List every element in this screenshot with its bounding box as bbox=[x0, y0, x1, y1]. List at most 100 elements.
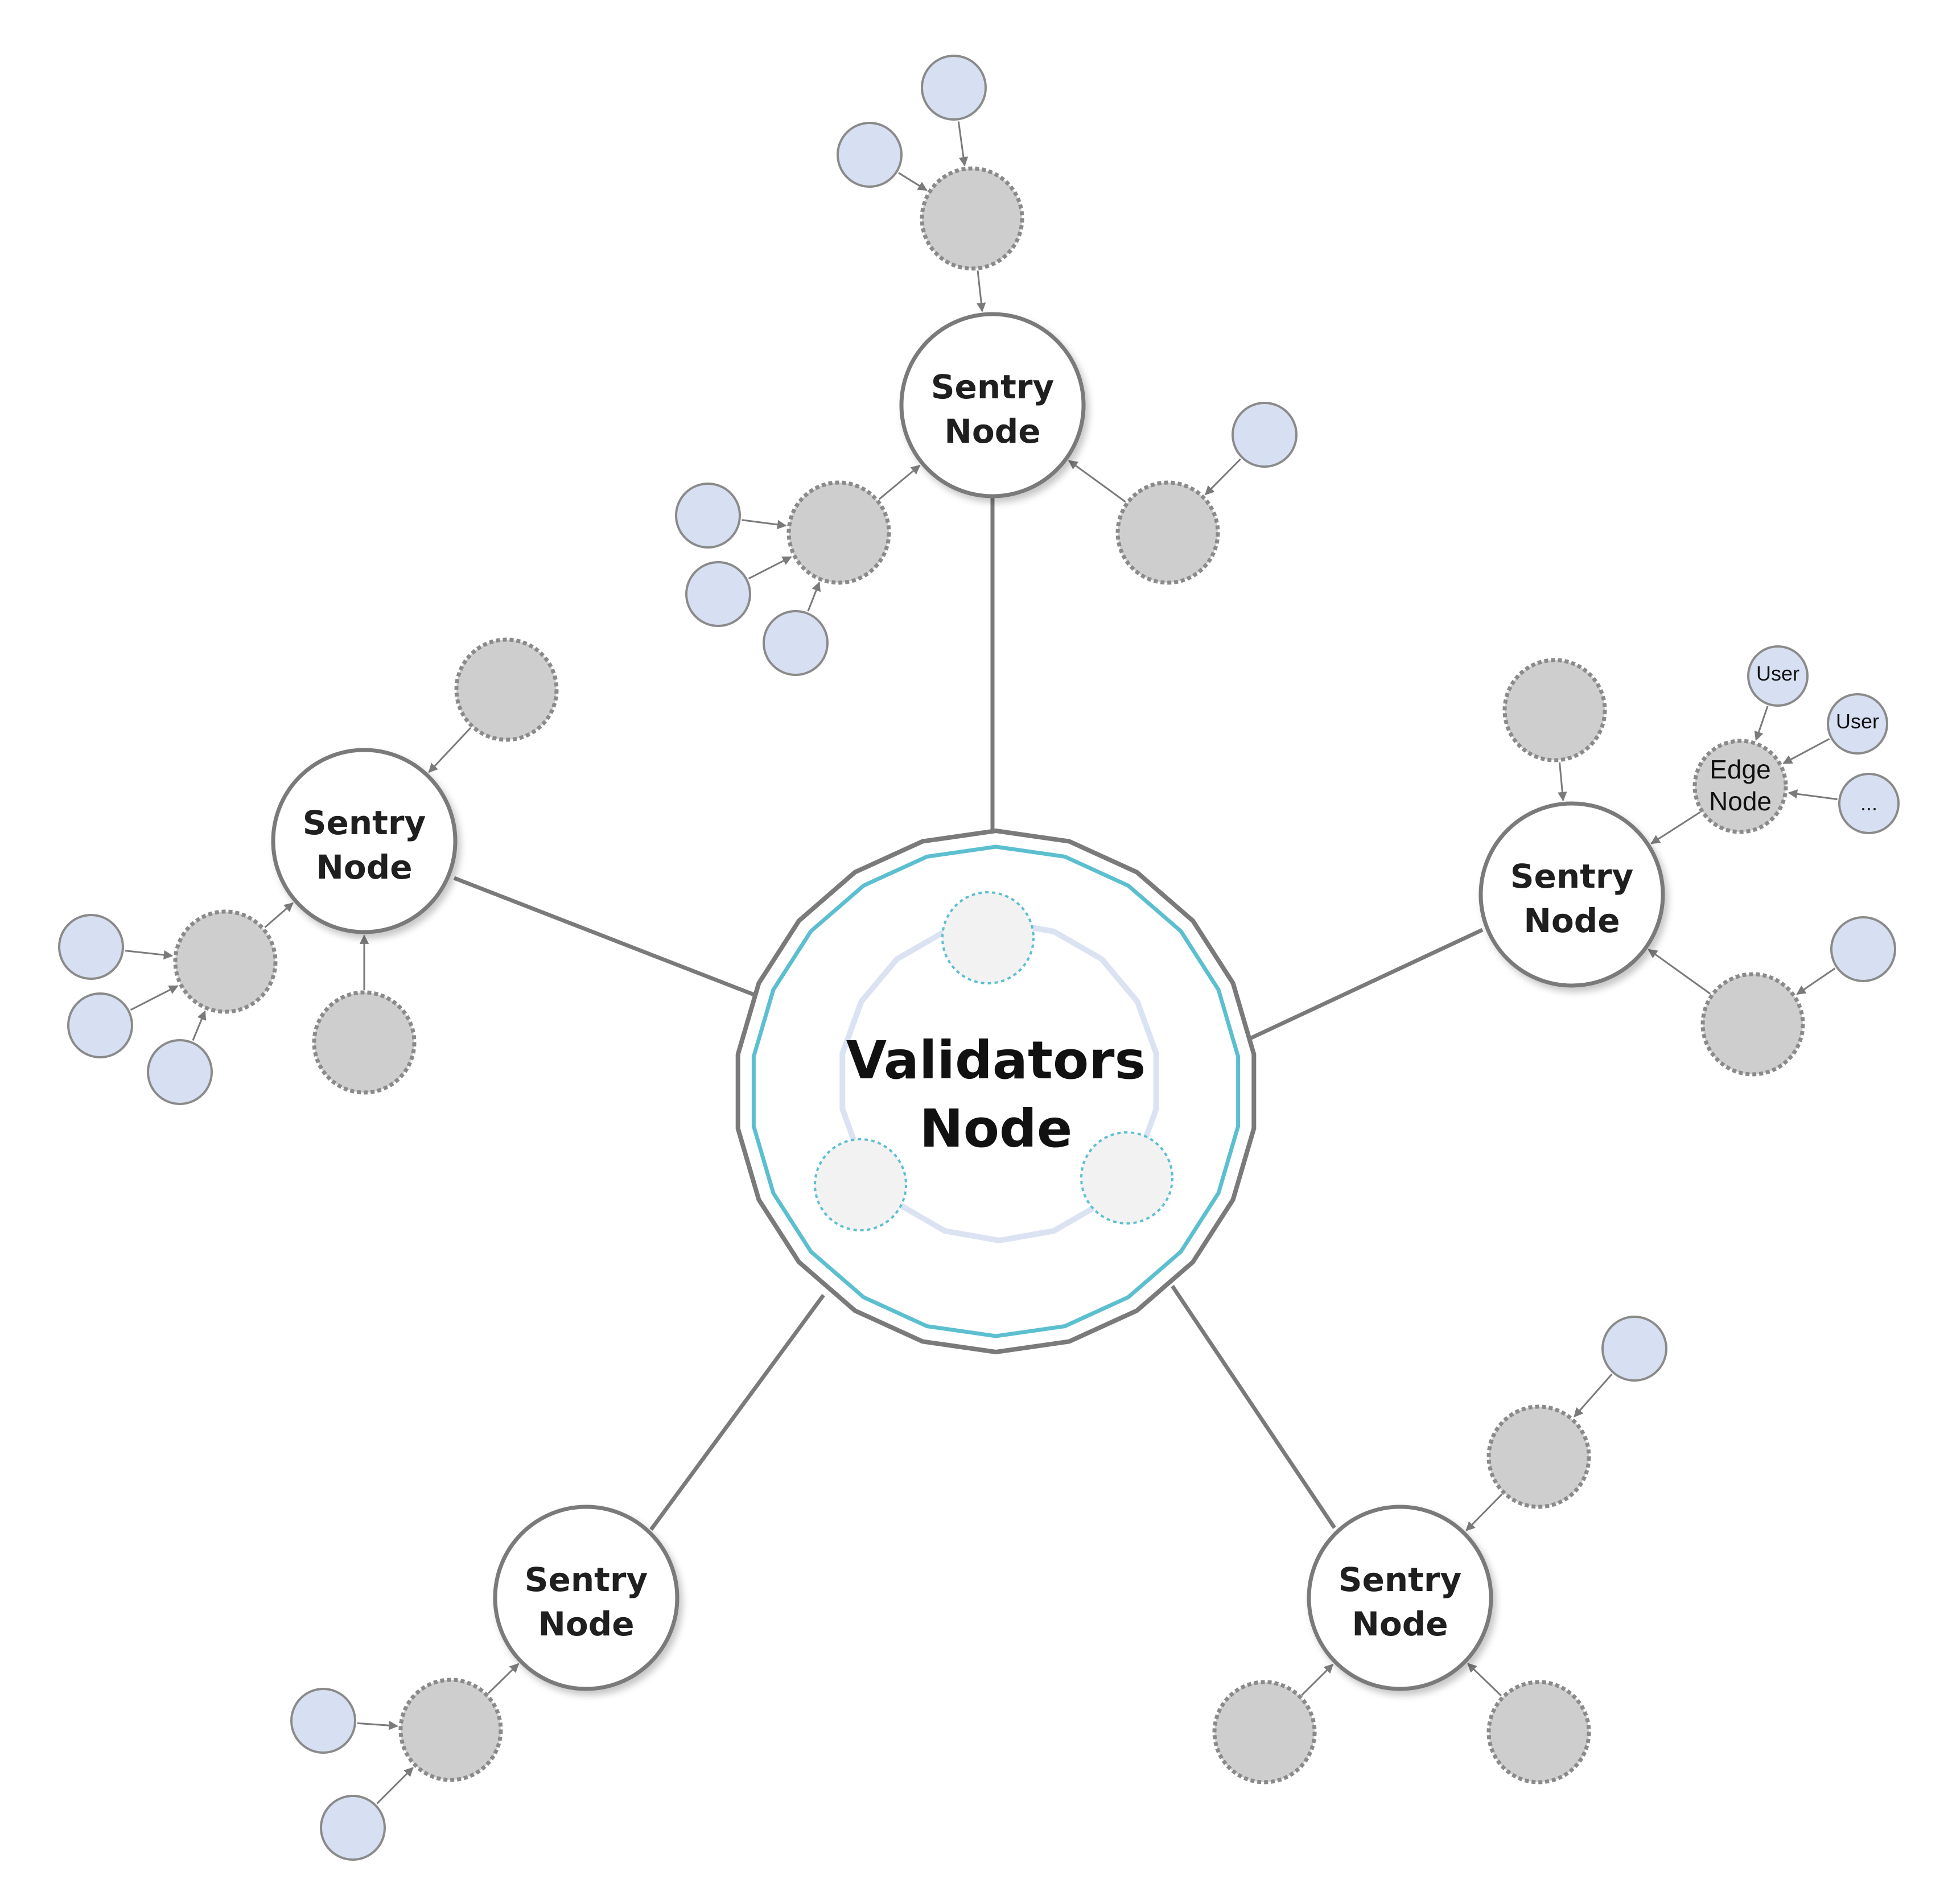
edge-nodes bbox=[173, 166, 1805, 1785]
arrow-user-4 bbox=[807, 581, 821, 612]
arrow-e-left-top-to-sentry bbox=[428, 727, 472, 773]
user-node[interactable] bbox=[1601, 1316, 1667, 1382]
user-node[interactable] bbox=[837, 122, 903, 188]
edge-node[interactable] bbox=[454, 637, 559, 742]
validators-label-line2: Node bbox=[920, 1098, 1072, 1159]
edge-node[interactable] bbox=[173, 909, 278, 1014]
user-node[interactable] bbox=[147, 1039, 213, 1105]
arrow-user-9 bbox=[1754, 706, 1769, 741]
edge-node[interactable] bbox=[1212, 1680, 1317, 1785]
arrow-e-br-left-to-sentry bbox=[1301, 1663, 1334, 1696]
arrow-user-14 bbox=[376, 1767, 414, 1804]
user-node[interactable] bbox=[763, 610, 829, 676]
arrow-e-top-right-to-sentry bbox=[1068, 460, 1126, 503]
user-node[interactable] bbox=[290, 1688, 356, 1754]
edge-node[interactable] bbox=[920, 166, 1024, 271]
user-label-1: User bbox=[1756, 662, 1799, 685]
sentry-label-line1: Sentry bbox=[525, 1560, 648, 1599]
edge-node-label-line2: Node bbox=[1709, 786, 1772, 816]
edge-node[interactable] bbox=[1692, 739, 1788, 834]
user-node[interactable] bbox=[675, 483, 741, 549]
sentry-label-line2: Node bbox=[1523, 901, 1620, 940]
arrow-user-3 bbox=[748, 556, 792, 580]
edge-node[interactable] bbox=[1115, 480, 1220, 585]
edge-node-label-line1: Edge bbox=[1710, 755, 1770, 784]
sentry-label-line1: Sentry bbox=[1339, 1560, 1462, 1599]
arrow-e-right-top-to-sentry bbox=[1558, 762, 1567, 802]
arrow-user-10 bbox=[1782, 738, 1830, 764]
user-nodes bbox=[58, 55, 1900, 1861]
arrow-user-12 bbox=[1796, 967, 1836, 995]
sentry-label-line2: Node bbox=[538, 1605, 634, 1643]
sentry-label-line2: Node bbox=[944, 412, 1040, 451]
arrow-user-0 bbox=[957, 121, 969, 167]
sentry-label-line1: Sentry bbox=[931, 368, 1055, 406]
validator-inner-ring bbox=[839, 918, 1159, 1244]
validator-member-right bbox=[1080, 1131, 1173, 1225]
user-node[interactable] bbox=[67, 992, 133, 1058]
arrow-user-5 bbox=[1204, 458, 1241, 496]
edge-node[interactable] bbox=[398, 1678, 503, 1782]
user-node[interactable] bbox=[1838, 773, 1900, 834]
edge-node[interactable] bbox=[1700, 972, 1805, 1077]
sentry-label-line1: Sentry bbox=[303, 803, 426, 842]
arrow-user-6 bbox=[125, 950, 174, 960]
sentry-label-line2: Node bbox=[316, 848, 412, 887]
validator-member-top bbox=[941, 891, 1035, 984]
arrow-user-15 bbox=[1574, 1373, 1613, 1417]
link-to-sentry-bottom-right bbox=[1171, 1285, 1336, 1529]
validators-node[interactable]: Validators Node bbox=[735, 828, 1257, 1355]
sentry-label-line2: Node bbox=[1352, 1605, 1448, 1643]
link-to-sentry-left bbox=[453, 876, 755, 997]
arrow-user-7 bbox=[130, 985, 179, 1011]
arrow-e-right-bottom-to-sentry bbox=[1648, 949, 1711, 995]
edge-node[interactable] bbox=[312, 990, 417, 1095]
sentry-node-circle bbox=[1478, 801, 1665, 988]
user-node[interactable] bbox=[1747, 645, 1809, 707]
edge-node[interactable] bbox=[786, 480, 891, 585]
sentry-label-line1: Sentry bbox=[1510, 857, 1634, 896]
arrow-user-8 bbox=[192, 1010, 207, 1041]
validator-member-left bbox=[814, 1138, 907, 1231]
arrow-user-11 bbox=[1788, 789, 1838, 801]
validators-label-line1: Validators bbox=[846, 1030, 1146, 1091]
arrow-e-left-left-to-sentry bbox=[264, 902, 294, 928]
sentry-node-circle bbox=[899, 312, 1086, 498]
edge-node[interactable] bbox=[1502, 658, 1607, 763]
edge-node[interactable] bbox=[1486, 1680, 1591, 1785]
arrow-e-top-left-to-sentry bbox=[878, 464, 921, 500]
arrow-user-13 bbox=[357, 1721, 398, 1730]
arrow-e-br-right-to-sentry bbox=[1467, 1663, 1502, 1697]
sentry-node-circle bbox=[493, 1505, 679, 1691]
arrow-e-bl-to-sentry bbox=[487, 1663, 520, 1694]
edge-node[interactable] bbox=[1486, 1404, 1591, 1509]
arrow-e-br-top-to-sentry bbox=[1465, 1493, 1503, 1531]
arrow-user-1 bbox=[898, 172, 928, 191]
user-node[interactable] bbox=[320, 1795, 386, 1861]
arrow-user-2 bbox=[742, 519, 787, 530]
arrow-e-top-to-sentry bbox=[977, 270, 986, 312]
sentry-node-circle bbox=[271, 748, 458, 934]
user-node[interactable] bbox=[1830, 916, 1896, 982]
user-node[interactable] bbox=[58, 914, 124, 980]
link-to-sentry-right bbox=[1245, 928, 1484, 1042]
user-node[interactable] bbox=[1827, 693, 1888, 755]
user-label-2: User bbox=[1836, 710, 1879, 733]
labeled-edge-cluster: Edge Node User User ... bbox=[1709, 662, 1879, 816]
link-to-sentry-bottom-left bbox=[649, 1293, 825, 1531]
edge-arrows bbox=[125, 121, 1838, 1804]
sentry-node-circle bbox=[1307, 1505, 1493, 1691]
user-node[interactable] bbox=[1232, 402, 1298, 468]
arrow-e-right-label-to-sentry bbox=[1650, 811, 1701, 844]
validator-sentry-links bbox=[453, 498, 1484, 1531]
user-label-3: ... bbox=[1860, 792, 1877, 815]
user-node[interactable] bbox=[921, 55, 987, 121]
user-node[interactable] bbox=[685, 561, 751, 627]
